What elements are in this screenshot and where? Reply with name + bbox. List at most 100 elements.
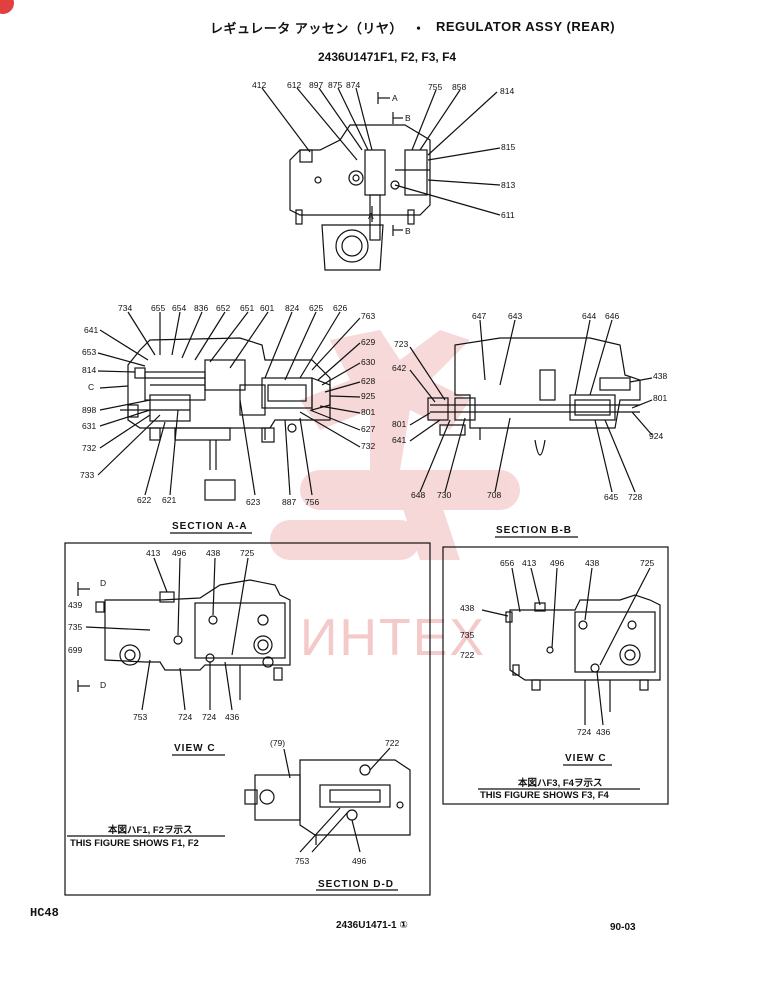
- part-label: 730: [437, 490, 452, 500]
- part-label: 642: [392, 363, 407, 373]
- part-label: 824: [285, 303, 300, 313]
- corner-badge: [0, 0, 14, 14]
- part-label: 723: [394, 339, 409, 349]
- part-label: 438: [460, 603, 475, 613]
- part-label: 631: [82, 421, 97, 431]
- part-label: 629: [361, 337, 376, 347]
- caption-view-c-left: VIEW C: [174, 743, 216, 754]
- part-label: 722: [460, 650, 475, 660]
- section-mark: A: [392, 93, 398, 103]
- part-label: 413: [522, 558, 537, 568]
- part-label: 858: [452, 82, 467, 92]
- part-label: 413: [146, 548, 161, 558]
- part-label: 728: [628, 492, 643, 502]
- part-label: 887: [282, 497, 297, 507]
- caption-view-c-right: VIEW C: [565, 753, 607, 764]
- part-label: 708: [487, 490, 502, 500]
- part-label: 898: [82, 405, 97, 415]
- part-label: 436: [596, 727, 611, 737]
- part-label: 601: [260, 303, 275, 313]
- part-label: 645: [604, 492, 619, 502]
- caption-section-dd: SECTION D-D: [318, 879, 394, 890]
- part-label: 725: [240, 548, 255, 558]
- note-jp-right: 本図ハF3, F4ヲ示ス: [518, 778, 603, 789]
- part-label: 724: [577, 727, 592, 737]
- part-numbers: 2436U1471F1, F2, F3, F4: [318, 50, 457, 64]
- part-label: 734: [118, 303, 133, 313]
- title-bullet: ・: [412, 21, 426, 36]
- revision-date: 90-03: [610, 922, 636, 933]
- part-label: 801: [653, 393, 668, 403]
- caption-section-bb: SECTION B-B: [496, 525, 572, 536]
- part-label: 496: [172, 548, 187, 558]
- section-mark: B: [405, 113, 411, 123]
- section-mark: C: [88, 382, 95, 392]
- note-jp-left: 本図ハF1, F2ヲ示ス: [108, 825, 193, 836]
- part-label: 621: [162, 495, 177, 505]
- part-label: 651: [240, 303, 255, 313]
- part-label: 925: [361, 391, 376, 401]
- part-label: 924: [649, 431, 664, 441]
- part-label: 801: [392, 419, 407, 429]
- part-label: 496: [550, 558, 565, 568]
- part-label: 412: [252, 80, 267, 90]
- note-en-left: THIS FIGURE SHOWS F1, F2: [70, 838, 199, 849]
- part-label: 753: [295, 856, 310, 866]
- part-label: 438: [653, 371, 668, 381]
- part-label: 814: [82, 365, 97, 375]
- part-label: 627: [361, 424, 376, 434]
- part-label: 439: [68, 600, 83, 610]
- note-en-right: THIS FIGURE SHOWS F3, F4: [480, 790, 609, 801]
- part-label: 625: [309, 303, 324, 313]
- part-label: 801: [361, 407, 376, 417]
- part-label: 722: [385, 738, 400, 748]
- part-label: 644: [582, 311, 597, 321]
- part-label: 724: [178, 712, 193, 722]
- part-label: 732: [82, 443, 97, 453]
- part-label: 622: [137, 495, 152, 505]
- part-label: 724: [202, 712, 217, 722]
- part-label: 623: [246, 497, 261, 507]
- part-label: 626: [333, 303, 348, 313]
- part-label: 813: [501, 180, 516, 190]
- watermark-text: ИНТЕХ: [300, 609, 487, 667]
- part-label: 641: [84, 325, 99, 335]
- part-label: 630: [361, 357, 376, 367]
- part-label: 647: [472, 311, 487, 321]
- part-label: 656: [500, 558, 515, 568]
- part-label: 756: [305, 497, 320, 507]
- part-label: 725: [640, 558, 655, 568]
- part-label: 648: [411, 490, 426, 500]
- part-label: 612: [287, 80, 302, 90]
- part-label: 438: [585, 558, 600, 568]
- part-label: 496: [352, 856, 367, 866]
- part-label: 436: [225, 712, 240, 722]
- part-label: 732: [361, 441, 376, 451]
- section-mark: D: [100, 578, 107, 588]
- part-label: 836: [194, 303, 209, 313]
- drawing-number: 2436U1471-1 ①: [336, 920, 408, 931]
- part-label: 438: [206, 548, 221, 558]
- part-label: 652: [216, 303, 231, 313]
- part-label: 814: [500, 86, 515, 96]
- part-label: 733: [80, 470, 95, 480]
- part-label: 815: [501, 142, 516, 152]
- part-label: 735: [460, 630, 475, 640]
- caption-section-aa: SECTION A-A: [172, 521, 248, 532]
- title-en: REGULATOR ASSY (REAR): [436, 19, 616, 34]
- section-mark: B: [405, 226, 411, 236]
- part-label: 628: [361, 376, 376, 386]
- section-mark: A: [368, 211, 374, 221]
- title-jp: レギュレータ アッセン（リヤ）: [210, 21, 403, 36]
- part-label: 655: [151, 303, 166, 313]
- part-label: 654: [172, 303, 187, 313]
- part-label: 897: [309, 80, 324, 90]
- part-label: 611: [501, 210, 515, 220]
- section-mark: D: [100, 680, 107, 690]
- part-label: 753: [133, 712, 148, 722]
- part-label: 755: [428, 82, 443, 92]
- model-code: HC48: [30, 906, 59, 920]
- part-label: 646: [605, 311, 620, 321]
